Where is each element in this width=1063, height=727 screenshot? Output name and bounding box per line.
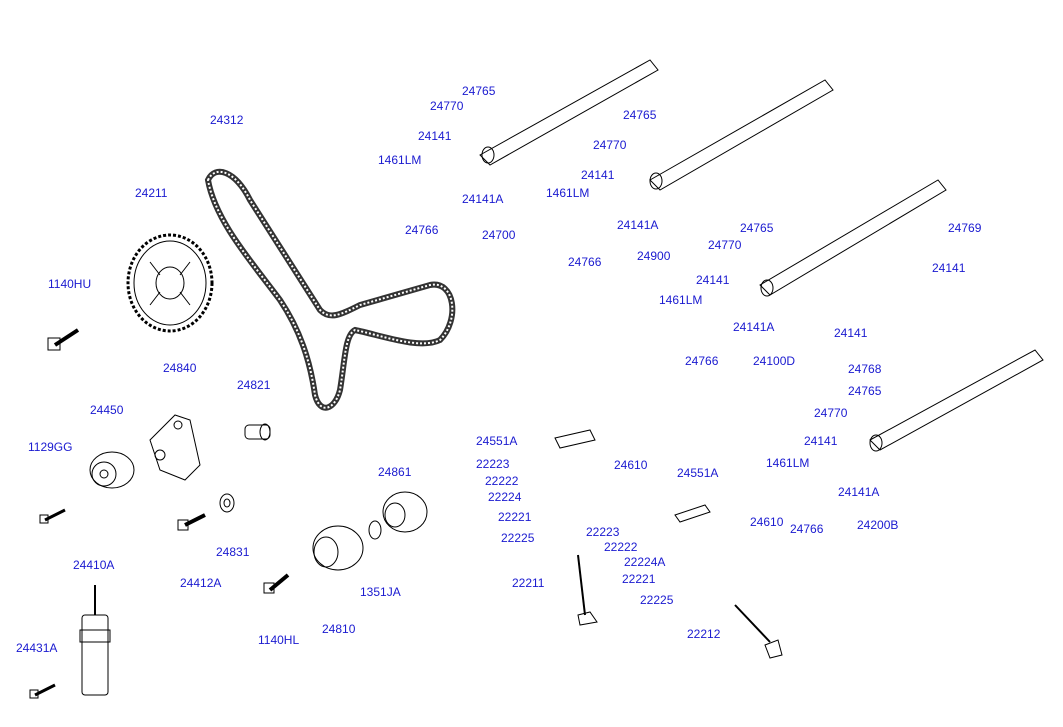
label-c1-24766[interactable]: 24766 (405, 223, 439, 237)
label-c3-24141[interactable]: 24141 (696, 273, 730, 287)
label-c4-24141a[interactable]: 24141A (838, 485, 880, 499)
label-c3-1461lm[interactable]: 1461LM (659, 293, 703, 307)
camshaft-sprocket (126, 233, 214, 333)
label-c2-24900[interactable]: 24900 (637, 249, 671, 263)
label-1129gg[interactable]: 1129GG (28, 440, 73, 454)
label-t-24141-a[interactable]: 24141 (932, 261, 966, 275)
bolt-1140hl (263, 573, 290, 594)
washer-24831 (219, 493, 235, 513)
label-v2-22222[interactable]: 22222 (604, 540, 638, 554)
label-1351ja[interactable]: 1351JA (360, 585, 401, 599)
label-24821[interactable]: 24821 (237, 378, 271, 392)
label-v2-22212[interactable]: 22212 (687, 627, 721, 641)
label-c4-24766[interactable]: 24766 (790, 522, 824, 536)
idler-pulley-24861 (382, 491, 428, 533)
label-v1-22223[interactable]: 22223 (476, 457, 510, 471)
label-v1-22221[interactable]: 22221 (498, 510, 532, 524)
label-c4-24765[interactable]: 24765 (848, 384, 882, 398)
label-v2-22225[interactable]: 22225 (640, 593, 674, 607)
label-t-24141-b[interactable]: 24141 (834, 326, 868, 340)
label-c4-24770[interactable]: 24770 (814, 406, 848, 420)
camshaft-24900 (649, 79, 834, 191)
label-c1-1461lm[interactable]: 1461LM (378, 153, 422, 167)
label-c2-24770[interactable]: 24770 (593, 138, 627, 152)
label-24410a[interactable]: 24410A (73, 558, 115, 572)
label-v1-24551a[interactable]: 24551A (476, 434, 518, 448)
idler-pulley-24810 (312, 525, 364, 571)
label-v2-24551a[interactable]: 24551A (677, 466, 719, 480)
label-c2-24766[interactable]: 24766 (568, 255, 602, 269)
pin-24821 (244, 423, 271, 441)
label-24450[interactable]: 24450 (90, 403, 124, 417)
hydraulic-tensioner (79, 585, 111, 696)
valve-intake (577, 554, 598, 626)
rocker-arm-2 (674, 504, 711, 523)
label-24831[interactable]: 24831 (216, 545, 250, 559)
label-c4-24141[interactable]: 24141 (804, 434, 838, 448)
camshaft-24200b (869, 349, 1044, 452)
label-v2-22224a[interactable]: 22224A (624, 555, 666, 569)
camshaft-24700 (479, 59, 659, 166)
label-c1-24770[interactable]: 24770 (430, 99, 464, 113)
bolt-24412a (177, 513, 206, 531)
label-24211[interactable]: 24211 (135, 186, 168, 200)
label-v1-22222[interactable]: 22222 (485, 474, 519, 488)
label-c2-24141a[interactable]: 24141A (617, 218, 659, 232)
tensioner-pulley (89, 451, 135, 489)
tensioner-bracket (149, 414, 201, 481)
label-24312[interactable]: 24312 (210, 113, 244, 127)
label-t-24769[interactable]: 24769 (948, 221, 982, 235)
label-v1-24610[interactable]: 24610 (614, 458, 648, 472)
bolt-24431a (29, 683, 56, 699)
washer-1351ja (368, 520, 382, 540)
label-c3-24765[interactable]: 24765 (740, 221, 774, 235)
label-c1-24141[interactable]: 24141 (418, 129, 452, 143)
label-c2-24141[interactable]: 24141 (581, 168, 615, 182)
label-v1-22225[interactable]: 22225 (501, 531, 535, 545)
timing-belt (204, 168, 456, 411)
label-c3-24766[interactable]: 24766 (685, 354, 719, 368)
bolt-1129gg (39, 508, 66, 524)
label-24412a[interactable]: 24412A (180, 576, 222, 590)
label-t-24768[interactable]: 24768 (848, 362, 882, 376)
label-c1-24700[interactable]: 24700 (482, 228, 516, 242)
label-24840[interactable]: 24840 (163, 361, 197, 375)
label-c3-24770[interactable]: 24770 (708, 238, 742, 252)
bolt-1140hu (47, 328, 80, 351)
label-24861[interactable]: 24861 (378, 465, 412, 479)
label-c1-24141a[interactable]: 24141A (462, 192, 504, 206)
label-v2-24610[interactable]: 24610 (750, 515, 784, 529)
label-c2-1461lm[interactable]: 1461LM (546, 186, 590, 200)
label-c2-24765[interactable]: 24765 (623, 108, 657, 122)
label-1140hl[interactable]: 1140HL (258, 633, 300, 647)
valve-exhaust (734, 604, 783, 659)
label-1140hu[interactable]: 1140HU (48, 277, 92, 291)
rocker-arm-1 (554, 429, 596, 449)
label-v2-22223[interactable]: 22223 (586, 525, 620, 539)
label-c1-24765[interactable]: 24765 (462, 84, 496, 98)
label-c4-1461lm[interactable]: 1461LM (766, 456, 810, 470)
camshaft-24100d (759, 179, 947, 297)
label-c3-24141a[interactable]: 24141A (733, 320, 775, 334)
label-c3-24100d[interactable]: 24100D (753, 354, 796, 368)
label-v1-22224[interactable]: 22224 (488, 490, 522, 504)
label-c4-24200b[interactable]: 24200B (857, 518, 899, 532)
label-v1-22211[interactable]: 22211 (512, 576, 545, 590)
label-v2-22221[interactable]: 22221 (622, 572, 656, 586)
label-24810[interactable]: 24810 (322, 622, 356, 636)
label-24431a[interactable]: 24431A (16, 641, 58, 655)
